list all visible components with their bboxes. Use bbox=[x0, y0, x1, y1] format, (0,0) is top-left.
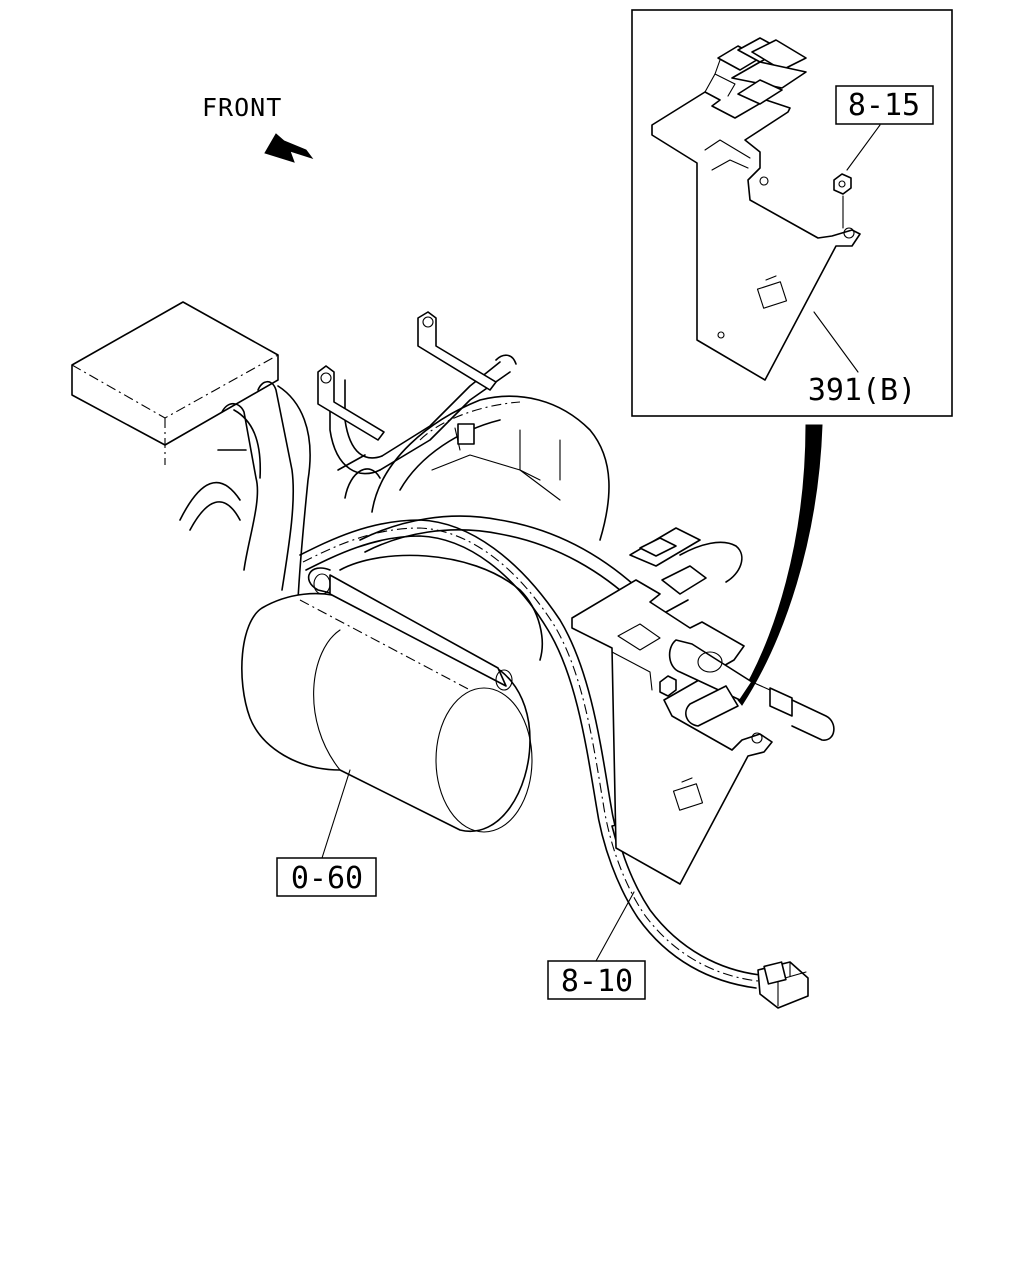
control-box bbox=[71, 301, 279, 465]
transmission-housing bbox=[371, 395, 610, 541]
wiring-harness bbox=[299, 515, 809, 1009]
upper-brackets bbox=[317, 311, 517, 441]
callout-391b: 391(B) bbox=[808, 373, 916, 408]
leader-0-60 bbox=[321, 769, 351, 859]
callout-box-8-15 bbox=[835, 85, 934, 125]
harness-connector-icon bbox=[757, 961, 809, 1009]
front-label: FRONT bbox=[202, 93, 282, 122]
front-arrow-icon bbox=[264, 133, 314, 163]
main-assembly: 0-60 8-10 bbox=[71, 301, 835, 1009]
callout-8-10: 8-10 bbox=[561, 964, 633, 999]
inset-bracket bbox=[651, 37, 861, 381]
main-bracket bbox=[571, 527, 773, 885]
callout-box-8-10 bbox=[547, 960, 646, 1000]
starter-motor bbox=[241, 554, 543, 833]
callout-box-0-60 bbox=[276, 857, 377, 897]
front-indicator: FRONT bbox=[202, 93, 314, 163]
callout-8-15: 8-15 bbox=[848, 88, 920, 123]
inset-nut-icon bbox=[833, 173, 852, 229]
inset-detail: 8-15 391(B) bbox=[631, 9, 953, 417]
leader-391b bbox=[813, 311, 859, 373]
leader-8-10 bbox=[595, 891, 635, 962]
callout-0-60: 0-60 bbox=[291, 861, 363, 896]
inset-pointer bbox=[737, 424, 823, 706]
leader-8-15 bbox=[846, 124, 881, 171]
sensor-assembly bbox=[665, 599, 835, 741]
